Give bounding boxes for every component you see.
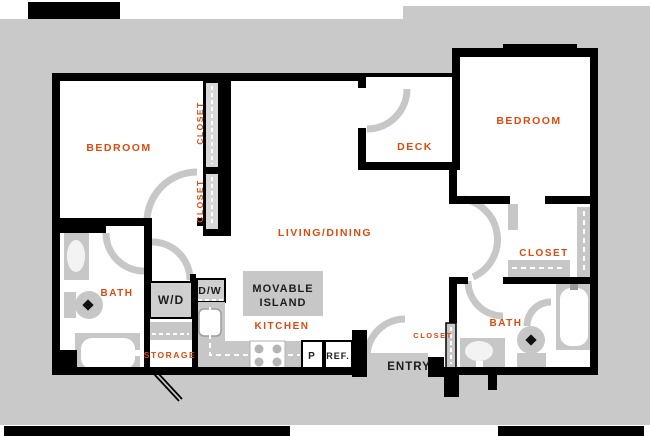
refrigerator-box xyxy=(324,340,353,370)
deck-railing xyxy=(366,73,453,77)
wall-entry-pier-left xyxy=(352,330,367,377)
wall-bath1-right-lower xyxy=(144,281,150,375)
washer-dryer-box xyxy=(149,281,193,319)
wall-kitchen-divider xyxy=(192,279,198,375)
wall-entry-pier-right xyxy=(428,357,444,377)
wall-hall-left-a xyxy=(449,170,457,196)
wall-corner-block xyxy=(52,350,77,375)
burner-icon xyxy=(254,357,264,367)
tub-faucet-icon xyxy=(570,284,578,290)
wall-bottom-right xyxy=(443,367,598,375)
toilet-tank-right xyxy=(517,353,546,368)
wall-door-pier xyxy=(197,218,203,226)
wall-right xyxy=(590,48,598,375)
toilet-flush-icon xyxy=(525,334,537,346)
wall-bath2-top-a xyxy=(457,277,468,284)
label-island-line1: MOVABLE xyxy=(252,283,313,295)
wall-laundry-pier xyxy=(190,274,196,282)
wall-stub xyxy=(488,371,497,390)
storage-cabinet xyxy=(149,322,192,340)
closet-frame-upper xyxy=(204,81,220,169)
door-arc-bedroom1 xyxy=(143,168,198,223)
label-closet-right: CLOSET xyxy=(519,248,569,259)
sink-faucet-icon xyxy=(476,361,483,368)
bathtub-left-icon xyxy=(81,338,135,369)
wall-notch xyxy=(503,44,577,49)
wall-bedroom2-left xyxy=(452,48,460,170)
toilet-tank-left xyxy=(64,292,76,318)
label-closet-left-lower: CLOSET xyxy=(195,179,205,222)
wall-entry-step xyxy=(444,371,459,397)
label-island-line2: ISLAND xyxy=(260,297,307,309)
kitchen-sink-icon xyxy=(198,308,222,337)
label-bedroom-right: BEDROOM xyxy=(496,115,561,127)
logo-block xyxy=(28,2,120,19)
bottom-bar-right xyxy=(498,426,644,436)
burner-icon xyxy=(272,344,282,354)
label-kitchen: KITCHEN xyxy=(255,321,310,332)
label-pantry: P xyxy=(308,351,316,362)
label-bedroom-left: BEDROOM xyxy=(86,142,151,154)
wall-bedroom1-bottom-a xyxy=(52,218,106,233)
door-arc-bath1 xyxy=(102,232,145,275)
door-arc-laundry xyxy=(151,238,194,281)
door-arc-deck xyxy=(366,88,411,133)
wall-bedroom2-bottom-a xyxy=(449,196,510,204)
door-arc-shower xyxy=(523,298,552,327)
wall-hall-left-b xyxy=(449,277,457,323)
movable-island-box xyxy=(243,271,323,316)
labels: BEDROOM BEDROOM DECK LIVING/DINING BATH … xyxy=(86,101,569,373)
door-arc-bath2 xyxy=(464,280,504,320)
bathtub-right-icon xyxy=(560,288,588,346)
sink-basin-icon xyxy=(465,341,493,361)
label-entry: ENTRY xyxy=(387,361,431,373)
label-washer-dryer: W/D xyxy=(158,293,184,307)
fixtures xyxy=(64,82,592,371)
wall-bedroom1-bottom-b xyxy=(106,218,147,226)
label-bath-left: BATH xyxy=(100,288,133,299)
wall-bedroom2-bottom-b xyxy=(545,196,591,204)
wall-deck-left-a xyxy=(358,73,366,88)
wall-bath1-right-upper xyxy=(144,218,152,281)
label-storage: STORAGE xyxy=(144,350,196,360)
wall-bedroom2-top xyxy=(453,48,598,57)
wall-deck-left-b xyxy=(358,128,366,170)
bottom-bar-left xyxy=(4,426,290,436)
wall-bottom-left xyxy=(52,367,352,375)
wall-deck-bottom xyxy=(358,162,460,170)
wall-bath2-top-b xyxy=(503,277,591,284)
sink-basin-icon xyxy=(67,240,85,272)
label-living-dining: LIVING/DINING xyxy=(278,227,372,239)
burner-icon xyxy=(272,357,282,367)
label-closet-left-upper: CLOSET xyxy=(195,101,205,144)
burner-icon xyxy=(254,344,264,354)
entry-alcove-floor xyxy=(367,353,428,377)
label-bath-right: BATH xyxy=(489,318,522,329)
tub-faucet-icon xyxy=(131,350,140,356)
door-leaf-bedroom2 xyxy=(508,204,518,230)
label-refrigerator: REF. xyxy=(326,351,350,361)
closet-frame-lower xyxy=(204,172,220,231)
label-dishwasher: D/W xyxy=(198,285,221,297)
label-deck: DECK xyxy=(397,141,433,153)
leader-line xyxy=(153,371,183,402)
label-closet-entry: CLOSET xyxy=(413,331,452,340)
door-arc-entry xyxy=(363,315,406,358)
